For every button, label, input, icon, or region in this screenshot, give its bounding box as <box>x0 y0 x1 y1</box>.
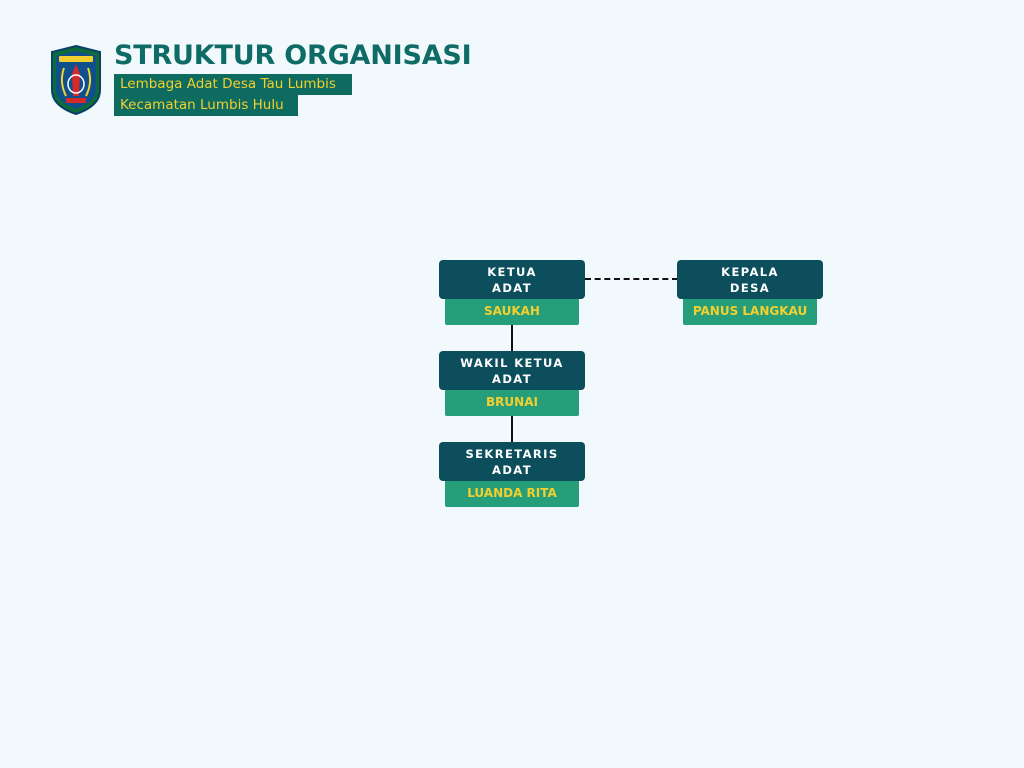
regency-shield-emblem-icon <box>51 44 101 116</box>
subtitle-institution: Lembaga Adat Desa Tau Lumbis <box>114 74 352 95</box>
kepala-desa-title-line1: KEPALA <box>721 265 779 279</box>
page-title: STRUKTUR ORGANISASI <box>114 40 472 71</box>
subtitle-district: Kecamatan Lumbis Hulu <box>114 95 298 116</box>
wakil-ketua-adat-title-line2: ADAT <box>492 372 532 386</box>
ketua-adat-title-line1: KETUA <box>487 265 537 279</box>
ketua-adat-name: SAUKAH <box>445 298 579 325</box>
sekretaris-adat-name: LUANDA RITA <box>445 480 579 507</box>
sekretaris-adat-title: SEKRETARIS ADAT <box>439 442 585 481</box>
kepala-desa-title-line2: DESA <box>729 281 771 295</box>
kepala-desa-title: KEPALA DESA <box>677 260 823 299</box>
wakil-ketua-adat-name: BRUNAI <box>445 389 579 416</box>
wakil-ketua-adat-title: WAKIL KETUA ADAT <box>439 351 585 390</box>
connector-wakil-sekretaris <box>510 416 513 443</box>
ketua-adat-title: KETUA ADAT <box>439 260 585 299</box>
kepala-desa-name: PANUS LANGKAU <box>683 298 817 325</box>
ketua-adat-title-line2: ADAT <box>492 281 532 295</box>
wakil-ketua-adat-title-line1: WAKIL KETUA <box>460 356 564 370</box>
dashed-connector-ketua-kepala <box>585 278 678 280</box>
sekretaris-adat-title-line1: SEKRETARIS <box>465 447 559 461</box>
connector-ketua-wakil <box>510 325 513 352</box>
sekretaris-adat-title-line2: ADAT <box>492 463 532 477</box>
